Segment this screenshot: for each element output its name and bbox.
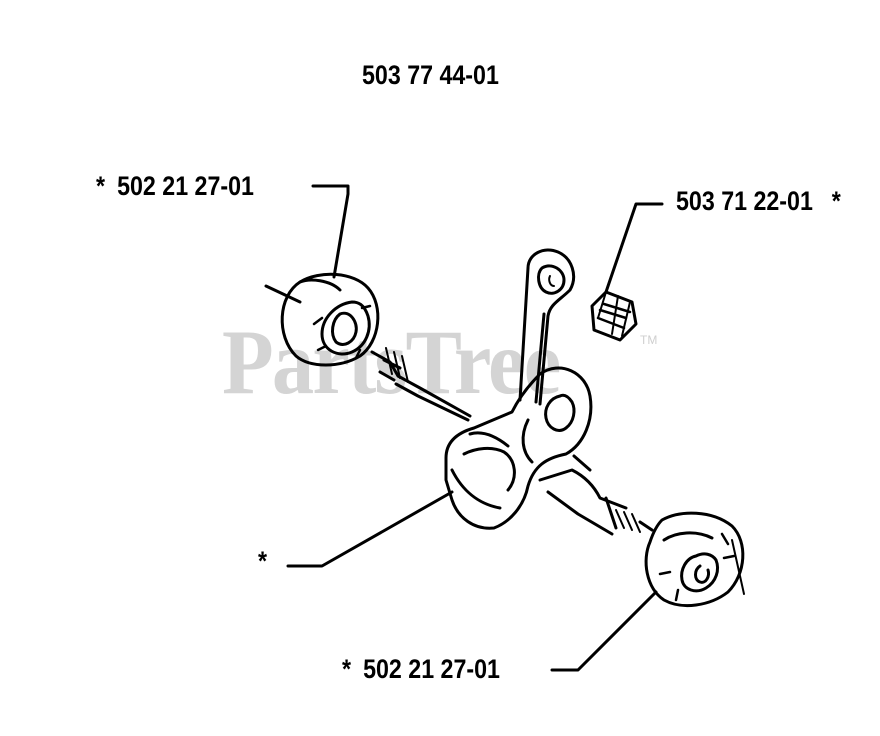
callout-part-number: 502 21 27-01	[363, 654, 500, 684]
crankshaft-web	[444, 366, 593, 530]
crankshaft-left-shaft	[264, 284, 472, 422]
callout-star: *	[96, 171, 106, 201]
connecting-rod	[518, 248, 575, 406]
assembly-part-number[interactable]: 503 77 44-01	[362, 60, 499, 90]
callout-upper-bearing[interactable]: * 502 21 27-01	[96, 173, 254, 200]
watermark-trademark: TM	[640, 333, 658, 347]
callout-crankshaft[interactable]: *	[258, 548, 267, 575]
callout-star: *	[342, 654, 352, 684]
callout-part-number: 502 21 27-01	[117, 171, 254, 201]
leader-line-needle-bearing	[604, 202, 664, 294]
callout-star: *	[258, 546, 268, 576]
leader-line-upper-bearing	[311, 184, 350, 279]
callout-star: *	[831, 186, 841, 216]
leader-line-lower-bearing	[550, 590, 658, 672]
callout-lower-bearing[interactable]: * 502 21 27-01	[342, 656, 500, 683]
crankshaft-right-shaft	[538, 454, 654, 536]
callout-needle-bearing[interactable]: 503 71 22-01 *	[676, 188, 841, 215]
ball-bearing-lower	[644, 511, 745, 607]
ball-bearing-upper	[280, 272, 380, 367]
needle-bearing	[590, 290, 638, 342]
leader-line-crankshaft	[286, 490, 454, 568]
callout-part-number: 503 71 22-01	[676, 186, 813, 216]
